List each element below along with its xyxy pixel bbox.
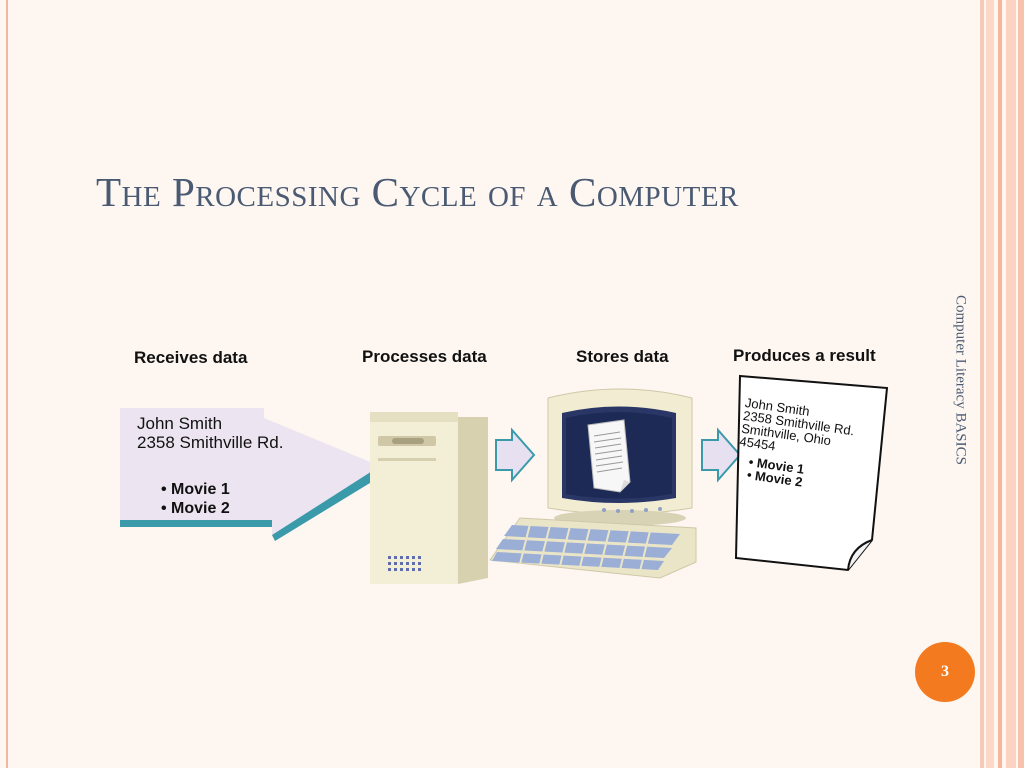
- input-item-movie-1: • Movie 1: [161, 481, 230, 498]
- right-decorative-stripes: [980, 0, 1024, 768]
- label-processes-data: Processes data: [362, 347, 487, 366]
- input-item-movie-2: • Movie 2: [161, 500, 230, 517]
- keyboard: [489, 517, 697, 579]
- label-produces-result: Produces a result: [733, 346, 876, 365]
- input-line-address: 2358 Smithville Rd.: [137, 433, 284, 452]
- system-unit-tower: [370, 412, 488, 584]
- output-document: [734, 374, 889, 572]
- input-arrow-shape: [120, 408, 383, 541]
- input-line-name: John Smith: [137, 414, 223, 433]
- label-receives-data: Receives data: [134, 348, 248, 367]
- monitor: [547, 388, 693, 526]
- slide-title: The Processing Cycle of a Computer: [96, 169, 739, 215]
- left-border-line: [6, 0, 8, 768]
- page-number: 3: [941, 663, 949, 680]
- label-stores-data: Stores data: [576, 347, 669, 366]
- output-document-text: John Smith 2358 Smithville Rd. Smithvill…: [734, 395, 857, 495]
- arrow-store-to-result: [701, 427, 742, 483]
- arrow-process-to-store: [495, 427, 536, 483]
- page-number-badge: 3: [915, 642, 975, 702]
